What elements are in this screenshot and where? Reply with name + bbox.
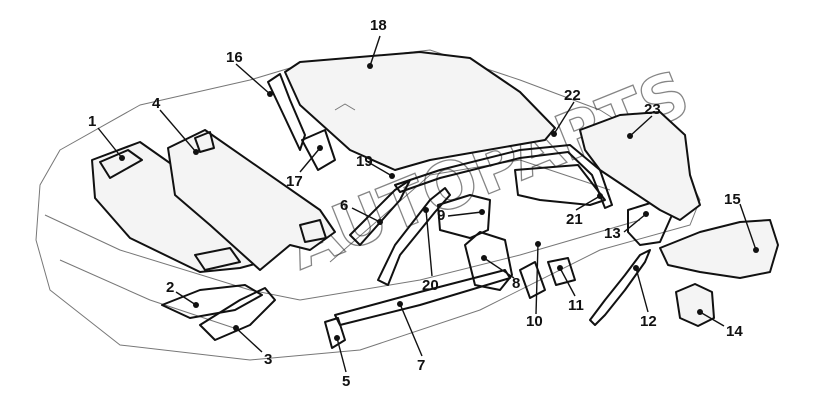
callout-9: 9 [437,207,445,224]
callout-7: 7 [417,357,425,374]
part-22-roof-rail-trim [394,144,613,209]
callout-18: 18 [370,17,387,34]
callout-19: 19 [356,153,373,170]
callout-14: 14 [726,323,743,340]
part-3-panel [199,287,276,341]
callout-22: 22 [564,87,581,104]
part-16-trim [267,73,306,151]
callout-10: 10 [526,313,543,330]
part-15-trunk-liner [659,219,779,279]
callout-4: 4 [152,95,161,112]
leader-dots [119,63,759,341]
callout-15: 15 [724,191,741,208]
car-body-outline [35,49,701,361]
callout-11: 11 [568,297,584,314]
callout-6: 6 [340,197,348,214]
callout-2: 2 [166,279,174,296]
callout-1: 1 [88,113,96,130]
callout-17: 17 [286,173,303,190]
part-8-b-pillar-trim [464,231,513,291]
callout-23: 23 [644,101,661,118]
part-21-window-trim [514,164,606,206]
callout-8: 8 [512,275,520,292]
callout-3: 3 [264,351,272,368]
callout-labels: 1 2 3 4 5 6 7 8 9 10 11 12 13 14 15 16 1… [88,17,743,390]
callout-21: 21 [566,211,583,228]
callout-12: 12 [640,313,657,330]
part-12-seal-strip [589,249,651,326]
part-23-trunk-insulator [579,111,701,221]
part-17-bracket [301,129,336,171]
callout-16: 16 [226,49,243,66]
part-11-bracket [547,257,576,286]
part-18-headliner [284,51,556,171]
part-2-panel [161,284,263,319]
part-5-bracket [324,317,346,349]
leader-lines [97,35,757,373]
callout-13: 13 [604,225,621,242]
callout-5: 5 [342,373,350,390]
part-9-door-trim [437,194,491,239]
callout-20: 20 [422,277,439,294]
part-20-pillar-trim [377,187,451,286]
part-4-firewall-insulator [167,129,336,271]
part-14-trunk-bracket [675,283,715,327]
part-10-bracket [519,261,546,299]
